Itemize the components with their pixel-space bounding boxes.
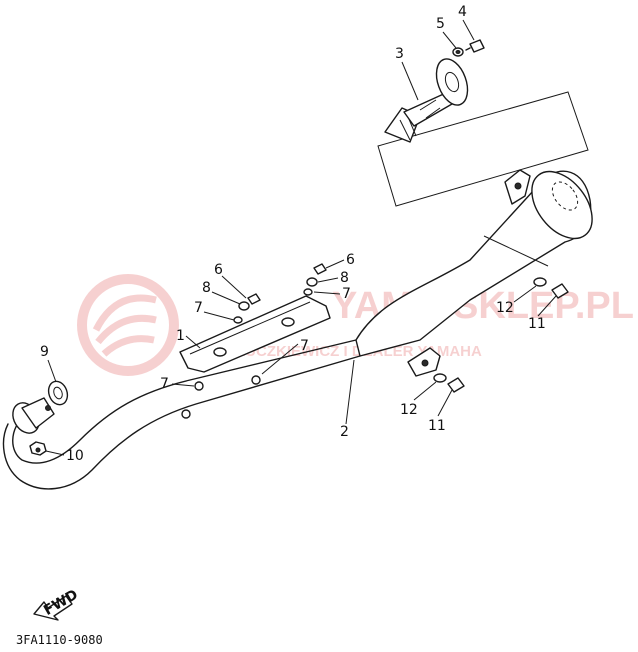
callout-8-left: 8 — [202, 280, 211, 296]
fwd-arrow: FWD — [33, 587, 81, 621]
exhaust-pipe — [2, 339, 361, 490]
callout-2: 2 — [340, 424, 349, 440]
washer-5 — [452, 47, 464, 57]
collar-7-left — [233, 316, 243, 324]
leader-lines — [45, 19, 557, 456]
screw-6-left — [247, 293, 261, 305]
bolt-11-lower — [447, 377, 465, 393]
callout-11-upper: 11 — [528, 316, 546, 332]
callout-12-lower: 12 — [400, 402, 418, 418]
diagram-code: 3FA1110-9080 — [16, 633, 103, 647]
exhaust-pipe-lower-edge — [2, 355, 361, 490]
baffle-guide-box — [377, 91, 589, 207]
callout-9: 9 — [40, 344, 49, 360]
watermark-logo-mark — [92, 294, 157, 357]
watermark-logo-ring — [77, 274, 179, 376]
callout-8-right: 8 — [340, 270, 349, 286]
callout-7-left: 7 — [194, 300, 203, 316]
collar-7-pipe-a — [181, 409, 191, 419]
washer-12-lower — [433, 373, 447, 383]
collar-7-right — [303, 288, 313, 296]
callout-11-lower: 11 — [428, 418, 446, 434]
callout-3: 3 — [395, 46, 404, 62]
callout-4: 4 — [458, 4, 467, 20]
callout-5: 5 — [436, 16, 445, 32]
callout-1: 1 — [176, 328, 185, 344]
washer-8-left — [238, 301, 250, 311]
muffler — [355, 169, 593, 377]
callout-6-right: 6 — [346, 252, 355, 268]
screw-6-right — [313, 263, 327, 275]
fwd-label: FWD — [41, 587, 81, 619]
gasket-9 — [47, 380, 69, 406]
callout-7-right: 7 — [342, 286, 351, 302]
baffle-group — [377, 58, 589, 207]
callout-7-pipe-lower: 7 — [160, 376, 169, 392]
washer-12-upper — [533, 277, 547, 287]
washer-8-right — [306, 277, 318, 287]
callout-12-upper: 12 — [496, 300, 514, 316]
heat-protector — [179, 295, 331, 373]
collar-7-pipe-b — [194, 381, 204, 391]
callout-6-left: 6 — [214, 262, 223, 278]
baffle-flange — [435, 58, 469, 106]
callout-10: 10 — [66, 448, 84, 464]
collar-7-pipe-c — [251, 375, 261, 385]
muffler-end-cap — [531, 170, 593, 240]
fwd-arrow-shape — [33, 595, 73, 621]
bolt-11-upper — [551, 283, 569, 299]
screw-4 — [465, 39, 485, 53]
exhaust-pipe-upper-edge — [12, 339, 357, 464]
nut-10 — [29, 441, 47, 456]
pipe-flange — [21, 397, 55, 429]
callouts: 4 5 3 6 8 7 6 8 7 1 7 7 9 10 2 12 11 12 … — [40, 4, 546, 464]
callout-7-pipe-upper: 7 — [300, 338, 309, 354]
